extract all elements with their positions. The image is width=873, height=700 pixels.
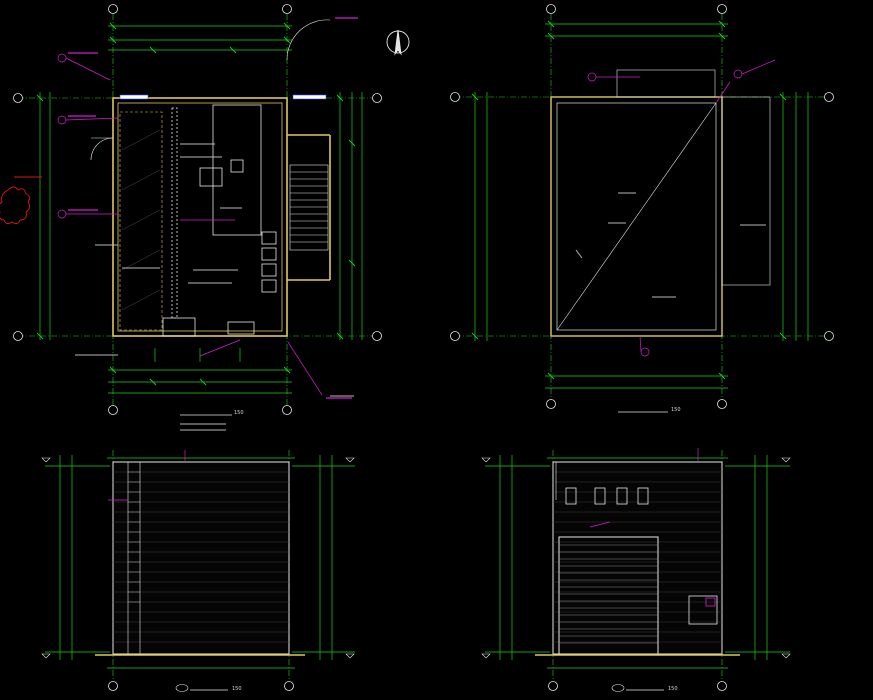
plan-hatch-area <box>121 129 161 311</box>
plan-windows <box>119 94 327 100</box>
roof-outline <box>550 69 771 337</box>
plan-view-title: 150 <box>180 410 244 431</box>
roof-grid-bubbles <box>450 4 834 409</box>
roof-scale: 150 <box>671 407 681 413</box>
elev-a-facade <box>95 450 305 656</box>
elev-a-level-marks <box>41 457 355 659</box>
elev-b-vents <box>565 487 649 505</box>
elev-a-view-title: 150 <box>175 684 242 692</box>
elev-b-rolling-door <box>558 536 659 655</box>
plan-scale: 150 <box>234 410 244 416</box>
roof-plan-view[interactable]: 150 <box>450 4 834 414</box>
plan-door <box>90 19 331 161</box>
floor-plan-view[interactable]: 150 <box>0 4 410 431</box>
roof-callouts <box>587 59 776 357</box>
roof-annotations <box>575 192 766 298</box>
plan-stair <box>289 164 329 251</box>
elev-b-grid-bubbles <box>548 681 727 691</box>
elev-a-scale: 150 <box>232 686 242 692</box>
plan-dimension-ticks <box>36 22 356 386</box>
elev-b-level-marks <box>481 457 791 659</box>
revision-cloud <box>0 176 42 225</box>
elev-b-scale: 150 <box>668 686 678 692</box>
plan-callouts <box>57 53 323 396</box>
roof-grid-lines <box>455 14 828 400</box>
north-arrow-icon <box>386 29 410 56</box>
plan-callout-text-marks <box>68 17 358 399</box>
plan-grid-bubbles <box>13 4 382 415</box>
plan-dimension-lines <box>39 25 363 394</box>
elevation-a-view[interactable]: 150 <box>41 450 355 692</box>
elev-a-grid-bubbles <box>108 681 294 691</box>
elev-b-panel-box <box>688 595 718 625</box>
elev-a-ladder <box>128 471 140 603</box>
roof-view-title: 150 <box>618 407 681 413</box>
elevation-b-view[interactable]: 150 <box>481 448 791 692</box>
elev-b-view-title: 150 <box>611 684 678 692</box>
elev-b-facade <box>535 448 740 656</box>
elev-b-panel-mark <box>705 597 716 607</box>
plan-equipment <box>162 104 277 337</box>
plan-annotations <box>75 143 354 397</box>
roof-dimension-ticks <box>471 20 787 380</box>
roof-dimension-lines <box>474 23 809 389</box>
plan-walls <box>112 97 331 337</box>
elev-a-dimension-lines <box>45 455 355 669</box>
